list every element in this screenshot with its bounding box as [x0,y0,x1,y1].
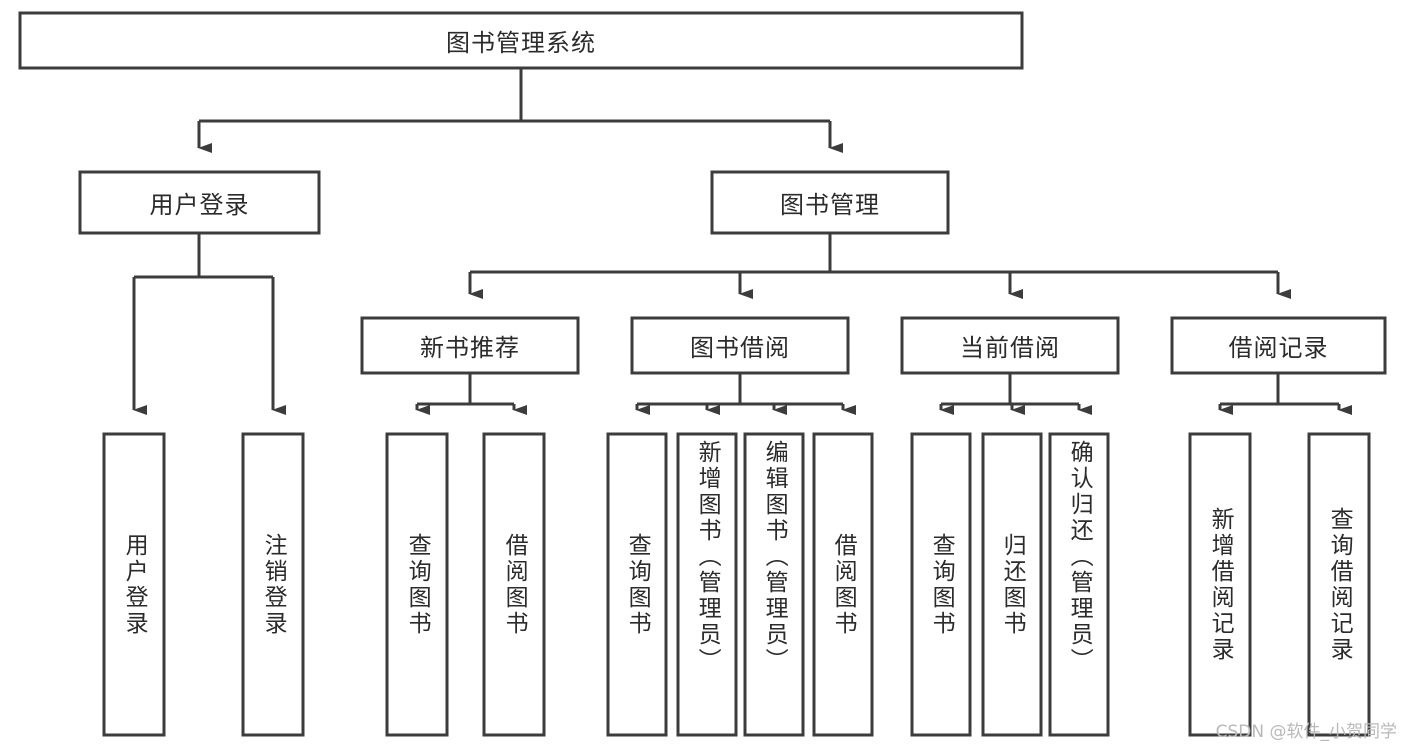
node-current-borrow-box[interactable] [900,316,1120,375]
leaf-box-return-book[interactable] [981,432,1043,737]
leaf-box-logout[interactable] [241,432,305,737]
leaf-box-edit-book-admin[interactable] [743,432,805,737]
node-borrow-record-box[interactable] [1170,316,1387,375]
leaf-box-borrow-book-recommend[interactable] [482,432,546,737]
node-new-book-recommend-box[interactable] [360,316,580,375]
leaf-box-confirm-return-admin[interactable] [1048,432,1110,737]
leaf-box-user-login[interactable] [102,432,166,737]
leaf-box-query-borrow-record[interactable] [1307,432,1371,737]
leaf-box-query-book-recommend[interactable] [385,432,449,737]
node-user-login-box[interactable] [78,170,321,235]
leaf-box-borrow-book[interactable] [812,432,874,737]
leaf-box-query-book-current[interactable] [910,432,972,737]
connectors-currentborrow-to-leaves [939,373,1092,415]
connectors-bookborrow-to-leaves [635,373,856,415]
node-root-box[interactable] [18,11,1024,70]
connectors-userlogin-to-leaves [132,233,286,415]
leaf-box-add-book-admin[interactable] [676,432,738,737]
node-book-management-box[interactable] [710,170,950,235]
connectors-borrowrecord-to-leaves [1218,373,1352,415]
leaf-box-add-borrow-record[interactable] [1188,432,1252,737]
connectors-newbook-to-leaves [415,373,527,415]
node-book-borrow-box[interactable] [630,316,850,375]
connectors-bookmgmt-to-level2 [468,233,1291,299]
connectors-root-to-level1 [197,68,843,153]
leaf-box-query-book-borrow[interactable] [606,432,668,737]
